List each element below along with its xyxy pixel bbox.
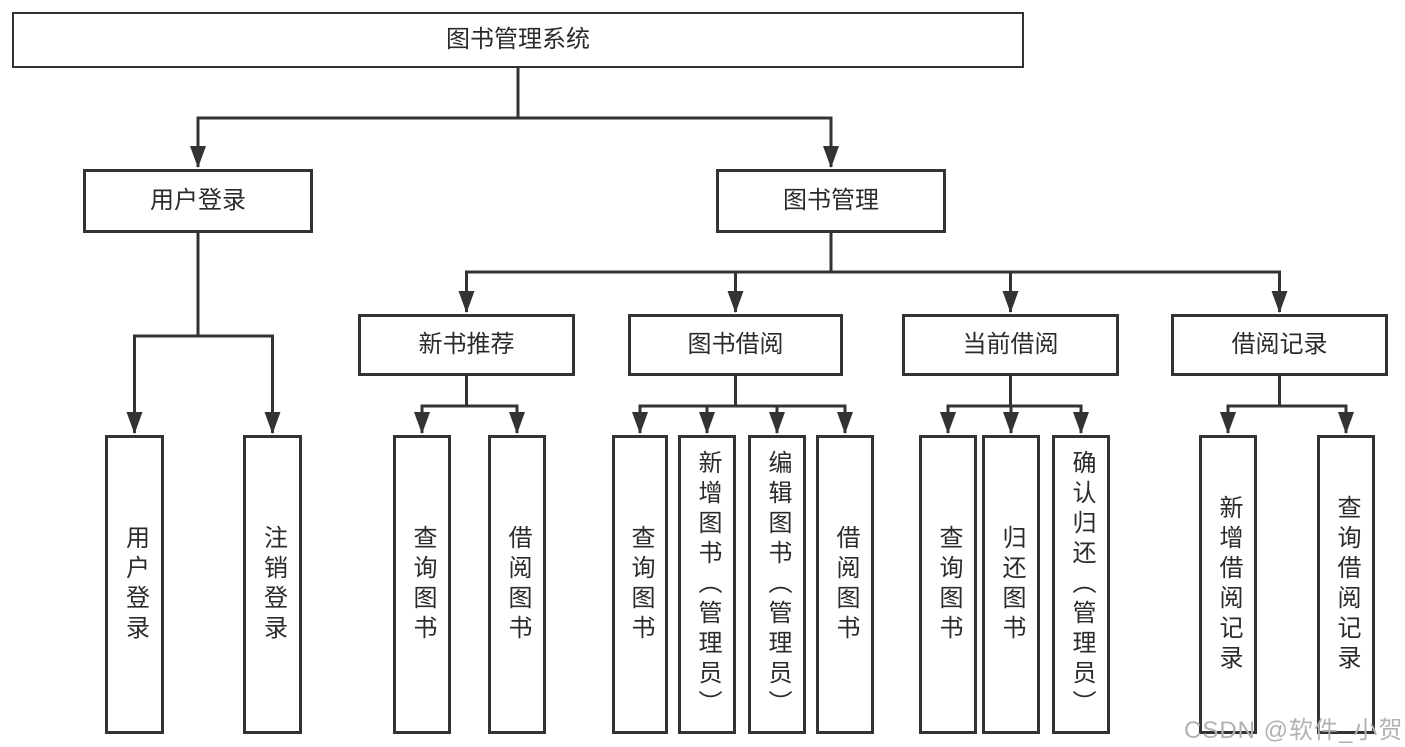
leaf-borrow-borrow-book-label: 借阅图书	[832, 524, 859, 645]
leaf-borrow-query-book-label: 查询图书	[627, 524, 654, 645]
leaf-borrow-query-book: 查询图书	[612, 435, 668, 734]
node-borrowing-records-label: 借阅记录	[1231, 331, 1328, 358]
node-current-borrowing-label: 当前借阅	[962, 331, 1059, 358]
node-library-system: 图书管理系统	[12, 12, 1024, 68]
leaf-current-confirm-return-admin-label: 确认归还（管理员）	[1068, 449, 1095, 720]
leaf-borrow-edit-book-admin: 编辑图书（管理员）	[748, 435, 806, 734]
node-library-system-label: 图书管理系统	[446, 26, 590, 53]
node-user-login-label: 用户登录	[150, 187, 246, 214]
node-current-borrowing: 当前借阅	[902, 314, 1119, 376]
leaf-current-confirm-return-admin: 确认归还（管理员）	[1052, 435, 1110, 734]
leaf-current-query-book-label: 查询图书	[935, 524, 962, 645]
leaf-newrec-borrow-book: 借阅图书	[488, 435, 546, 734]
leaf-user-login-label: 用户登录	[121, 524, 149, 645]
node-new-book-recommend: 新书推荐	[358, 314, 575, 376]
leaf-logout-label: 注销登录	[259, 524, 287, 645]
node-book-borrowing-label: 图书借阅	[687, 331, 784, 358]
node-book-management-label: 图书管理	[783, 187, 879, 214]
leaf-current-query-book: 查询图书	[919, 435, 977, 734]
leaf-borrow-edit-book-admin-label: 编辑图书（管理员）	[764, 449, 791, 720]
leaf-records-add-record: 新增借阅记录	[1199, 435, 1257, 734]
node-user-login: 用户登录	[83, 169, 313, 233]
node-book-management: 图书管理	[716, 169, 946, 233]
leaf-records-add-record-label: 新增借阅记录	[1215, 494, 1242, 675]
leaf-current-return-book-label: 归还图书	[998, 524, 1025, 645]
leaf-borrow-borrow-book: 借阅图书	[816, 435, 874, 734]
leaf-borrow-add-book-admin: 新增图书（管理员）	[678, 435, 736, 734]
leaf-current-return-book: 归还图书	[982, 435, 1040, 734]
node-borrowing-records: 借阅记录	[1171, 314, 1388, 376]
leaf-newrec-query-book: 查询图书	[393, 435, 451, 734]
node-new-book-recommend-label: 新书推荐	[418, 331, 515, 358]
leaf-records-query-record-label: 查询借阅记录	[1333, 494, 1360, 675]
node-book-borrowing: 图书借阅	[628, 314, 843, 376]
leaf-user-login: 用户登录	[105, 435, 164, 734]
leaf-records-query-record: 查询借阅记录	[1317, 435, 1375, 734]
leaf-newrec-query-book-label: 查询图书	[409, 524, 436, 645]
csdn-watermark: CSDN @软件_小贺同学	[1184, 717, 1405, 744]
leaf-borrow-add-book-admin-label: 新增图书（管理员）	[694, 449, 721, 720]
leaf-logout: 注销登录	[243, 435, 302, 734]
leaf-newrec-borrow-book-label: 借阅图书	[504, 524, 531, 645]
